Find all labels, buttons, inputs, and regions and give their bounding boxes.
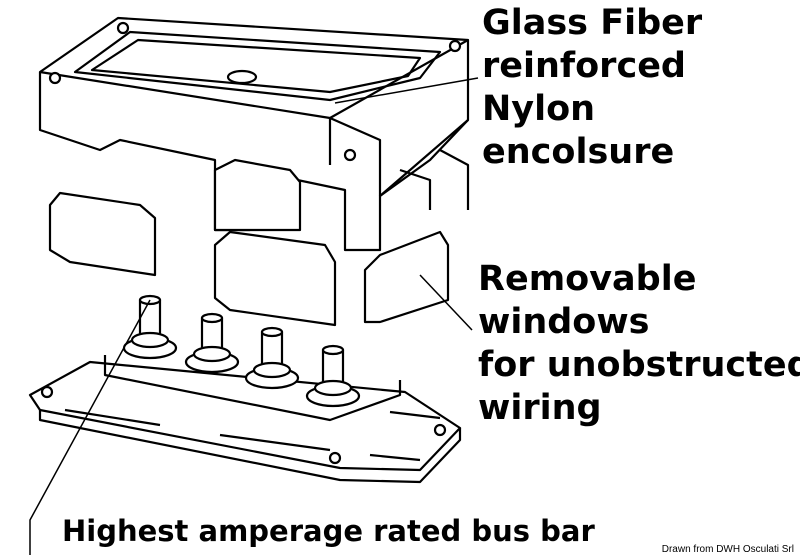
leader-enclosure (334, 77, 479, 104)
removable-windows (48, 158, 450, 327)
enclosure-cover (38, 16, 470, 252)
leader-busbar (29, 299, 151, 555)
leader-lines (29, 77, 479, 555)
windows-label-line: wiring (478, 388, 602, 428)
enclosure-label-line: Nylon (482, 89, 596, 129)
busbar-label: Highest amperage rated bus bar (62, 514, 595, 548)
enclosure-label-line: reinforced (482, 46, 686, 86)
terminal-studs (122, 294, 361, 408)
windows-label: Removable windows for unobstructed wirin… (478, 258, 800, 430)
windows-label-line: windows (478, 302, 650, 342)
windows-label-line: Removable (478, 259, 697, 299)
enclosure-label-line: encolsure (482, 132, 675, 172)
windows-label-line: for unobstructed (478, 345, 800, 385)
enclosure-label: Glass Fiber reinforced Nylon encolsure (482, 2, 702, 174)
credit-text: Drawn from DWH Osculati Srl (661, 544, 794, 555)
leader-windows (419, 274, 473, 331)
enclosure-label-line: Glass Fiber (482, 3, 703, 43)
base-plate (28, 355, 462, 484)
